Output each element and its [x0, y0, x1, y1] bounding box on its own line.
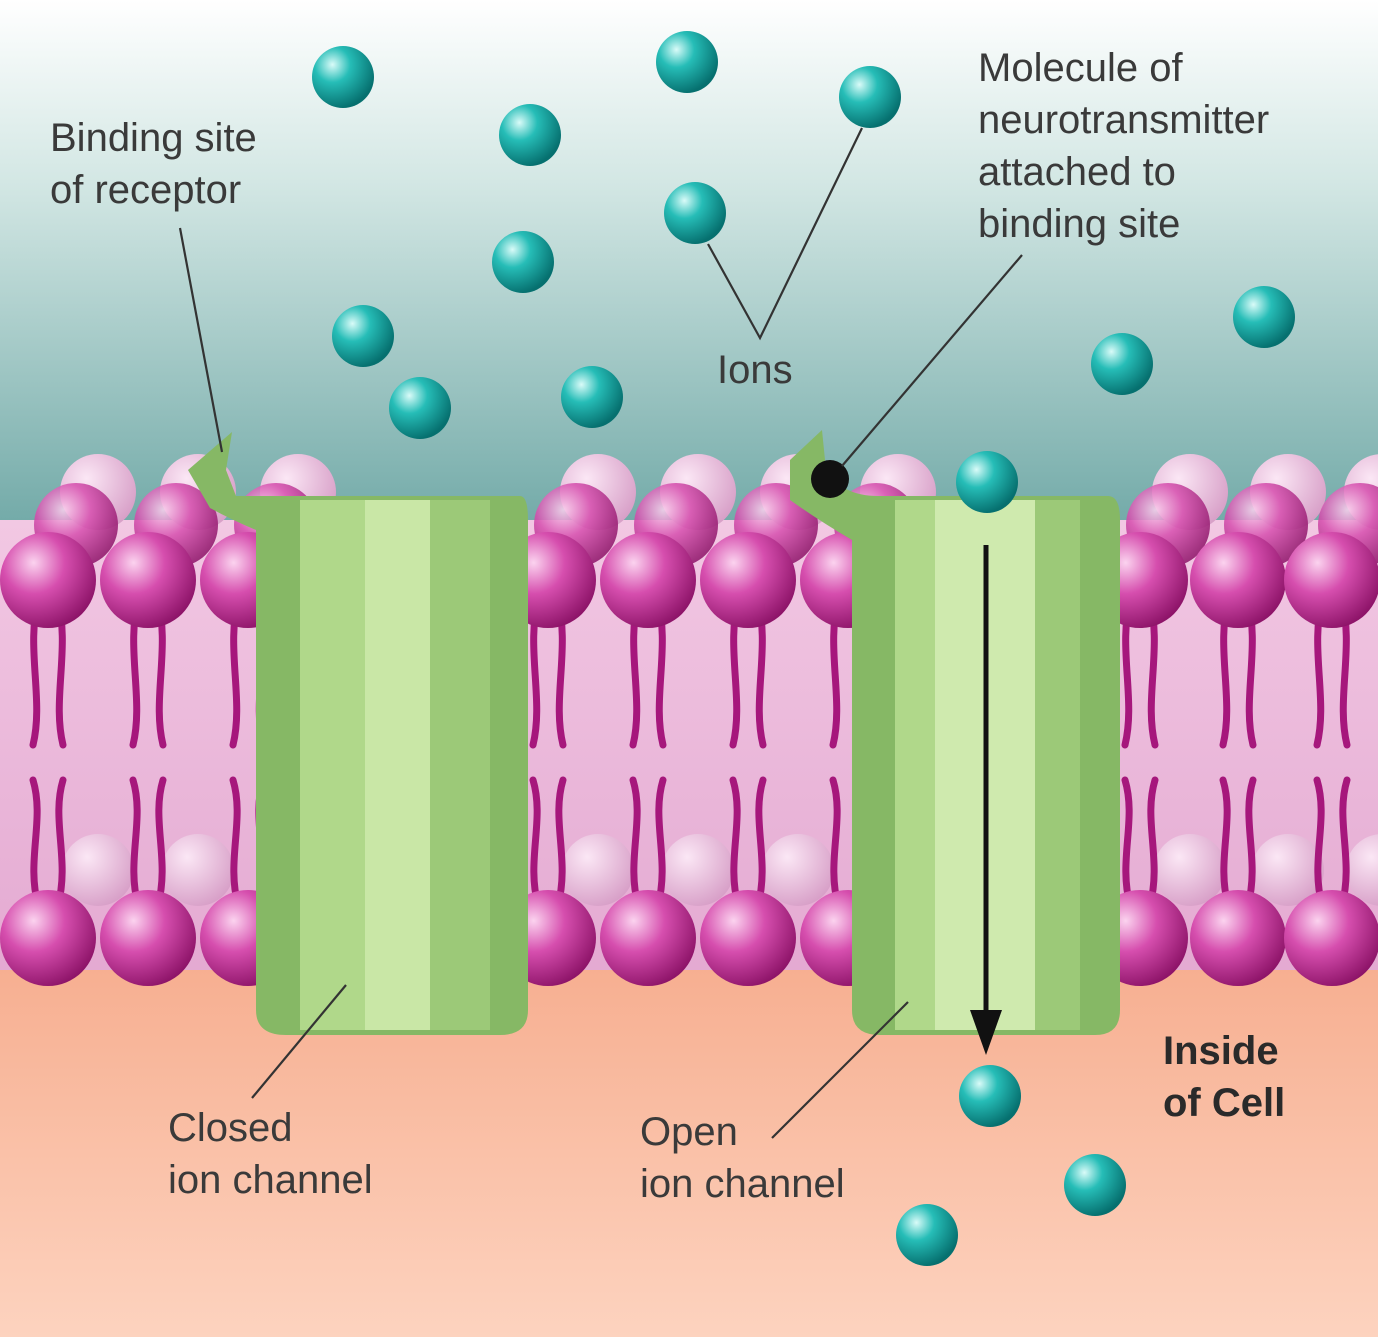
ion	[1233, 286, 1295, 348]
phospholipid-head	[1190, 890, 1286, 986]
phospholipid-head	[1252, 834, 1324, 906]
lipid-tail	[529, 776, 542, 909]
ion	[492, 231, 554, 293]
phospholipid-head	[1154, 834, 1226, 906]
ion	[1091, 333, 1153, 395]
leader-binding-site	[178, 227, 224, 453]
phospholipid-head	[700, 890, 796, 986]
label-neurotransmitter-molecule: Molecule of neurotransmitter attached to…	[978, 46, 1270, 246]
ion	[561, 366, 623, 428]
leader-molecule	[841, 254, 1023, 467]
label-binding-site: Binding site of receptor	[50, 116, 257, 212]
phospholipid-head	[662, 834, 734, 906]
lipid-tail	[1338, 776, 1351, 909]
ion	[839, 66, 901, 128]
phospholipid-head	[100, 890, 196, 986]
ions	[312, 31, 1295, 1266]
lipid-tail	[654, 776, 667, 909]
label-closed-ion-channel: Closed ion channel	[168, 1106, 373, 1202]
ion	[389, 377, 451, 439]
lipid-tail	[1219, 776, 1232, 909]
lipid-tail	[1244, 776, 1257, 909]
phospholipid-head	[1346, 834, 1378, 906]
leader-ions	[707, 127, 863, 341]
lipid-tail	[554, 776, 567, 909]
ion-flow-arrow	[970, 545, 1002, 1055]
lipid-tail	[729, 776, 742, 909]
phospholipid-head	[600, 532, 696, 628]
closed-ion-channel	[188, 432, 528, 1035]
lipid-tail	[129, 776, 142, 909]
ion	[1064, 1154, 1126, 1216]
leader-open-channel	[771, 1001, 909, 1139]
lipid-tail	[754, 776, 767, 909]
lipid-tail	[229, 776, 242, 909]
phospholipid-head	[100, 532, 196, 628]
ion	[312, 46, 374, 108]
neurotransmitter-molecule	[811, 460, 849, 498]
lipid-tail	[1121, 776, 1134, 909]
phospholipid-head	[762, 834, 834, 906]
label-inside-of-cell: Inside of Cell	[1163, 1029, 1286, 1125]
label-open-ion-channel: Open ion channel	[640, 1110, 845, 1206]
label-ions: Ions	[717, 348, 793, 392]
ion	[499, 104, 561, 166]
phospholipid-head	[562, 834, 634, 906]
lipid-tail	[1146, 776, 1159, 909]
phospholipid-head	[700, 532, 796, 628]
phospholipid-head	[62, 834, 134, 906]
lipid-tail	[629, 776, 642, 909]
ion	[959, 1065, 1021, 1127]
lipid-tail	[54, 776, 67, 909]
phospholipid-head	[0, 890, 96, 986]
ion	[656, 31, 718, 93]
phospholipid-head	[1284, 532, 1378, 628]
phospholipid-head	[600, 890, 696, 986]
phospholipid-head	[1284, 890, 1378, 986]
lipid-tail	[29, 776, 42, 909]
phospholipid-head	[162, 834, 234, 906]
phospholipid-head	[0, 532, 96, 628]
cytoplasm	[0, 930, 1378, 1337]
ion	[956, 451, 1018, 513]
leader-closed-channel	[251, 984, 347, 1099]
lipid-tail	[1313, 776, 1326, 909]
ion	[896, 1204, 958, 1266]
leader-lines	[178, 127, 1023, 1139]
ion	[664, 182, 726, 244]
ion	[332, 305, 394, 367]
lipid-tail	[154, 776, 167, 909]
inner-leaflet-heads	[0, 890, 1378, 986]
lipid-tail	[829, 776, 842, 909]
phospholipid-head	[1190, 532, 1286, 628]
